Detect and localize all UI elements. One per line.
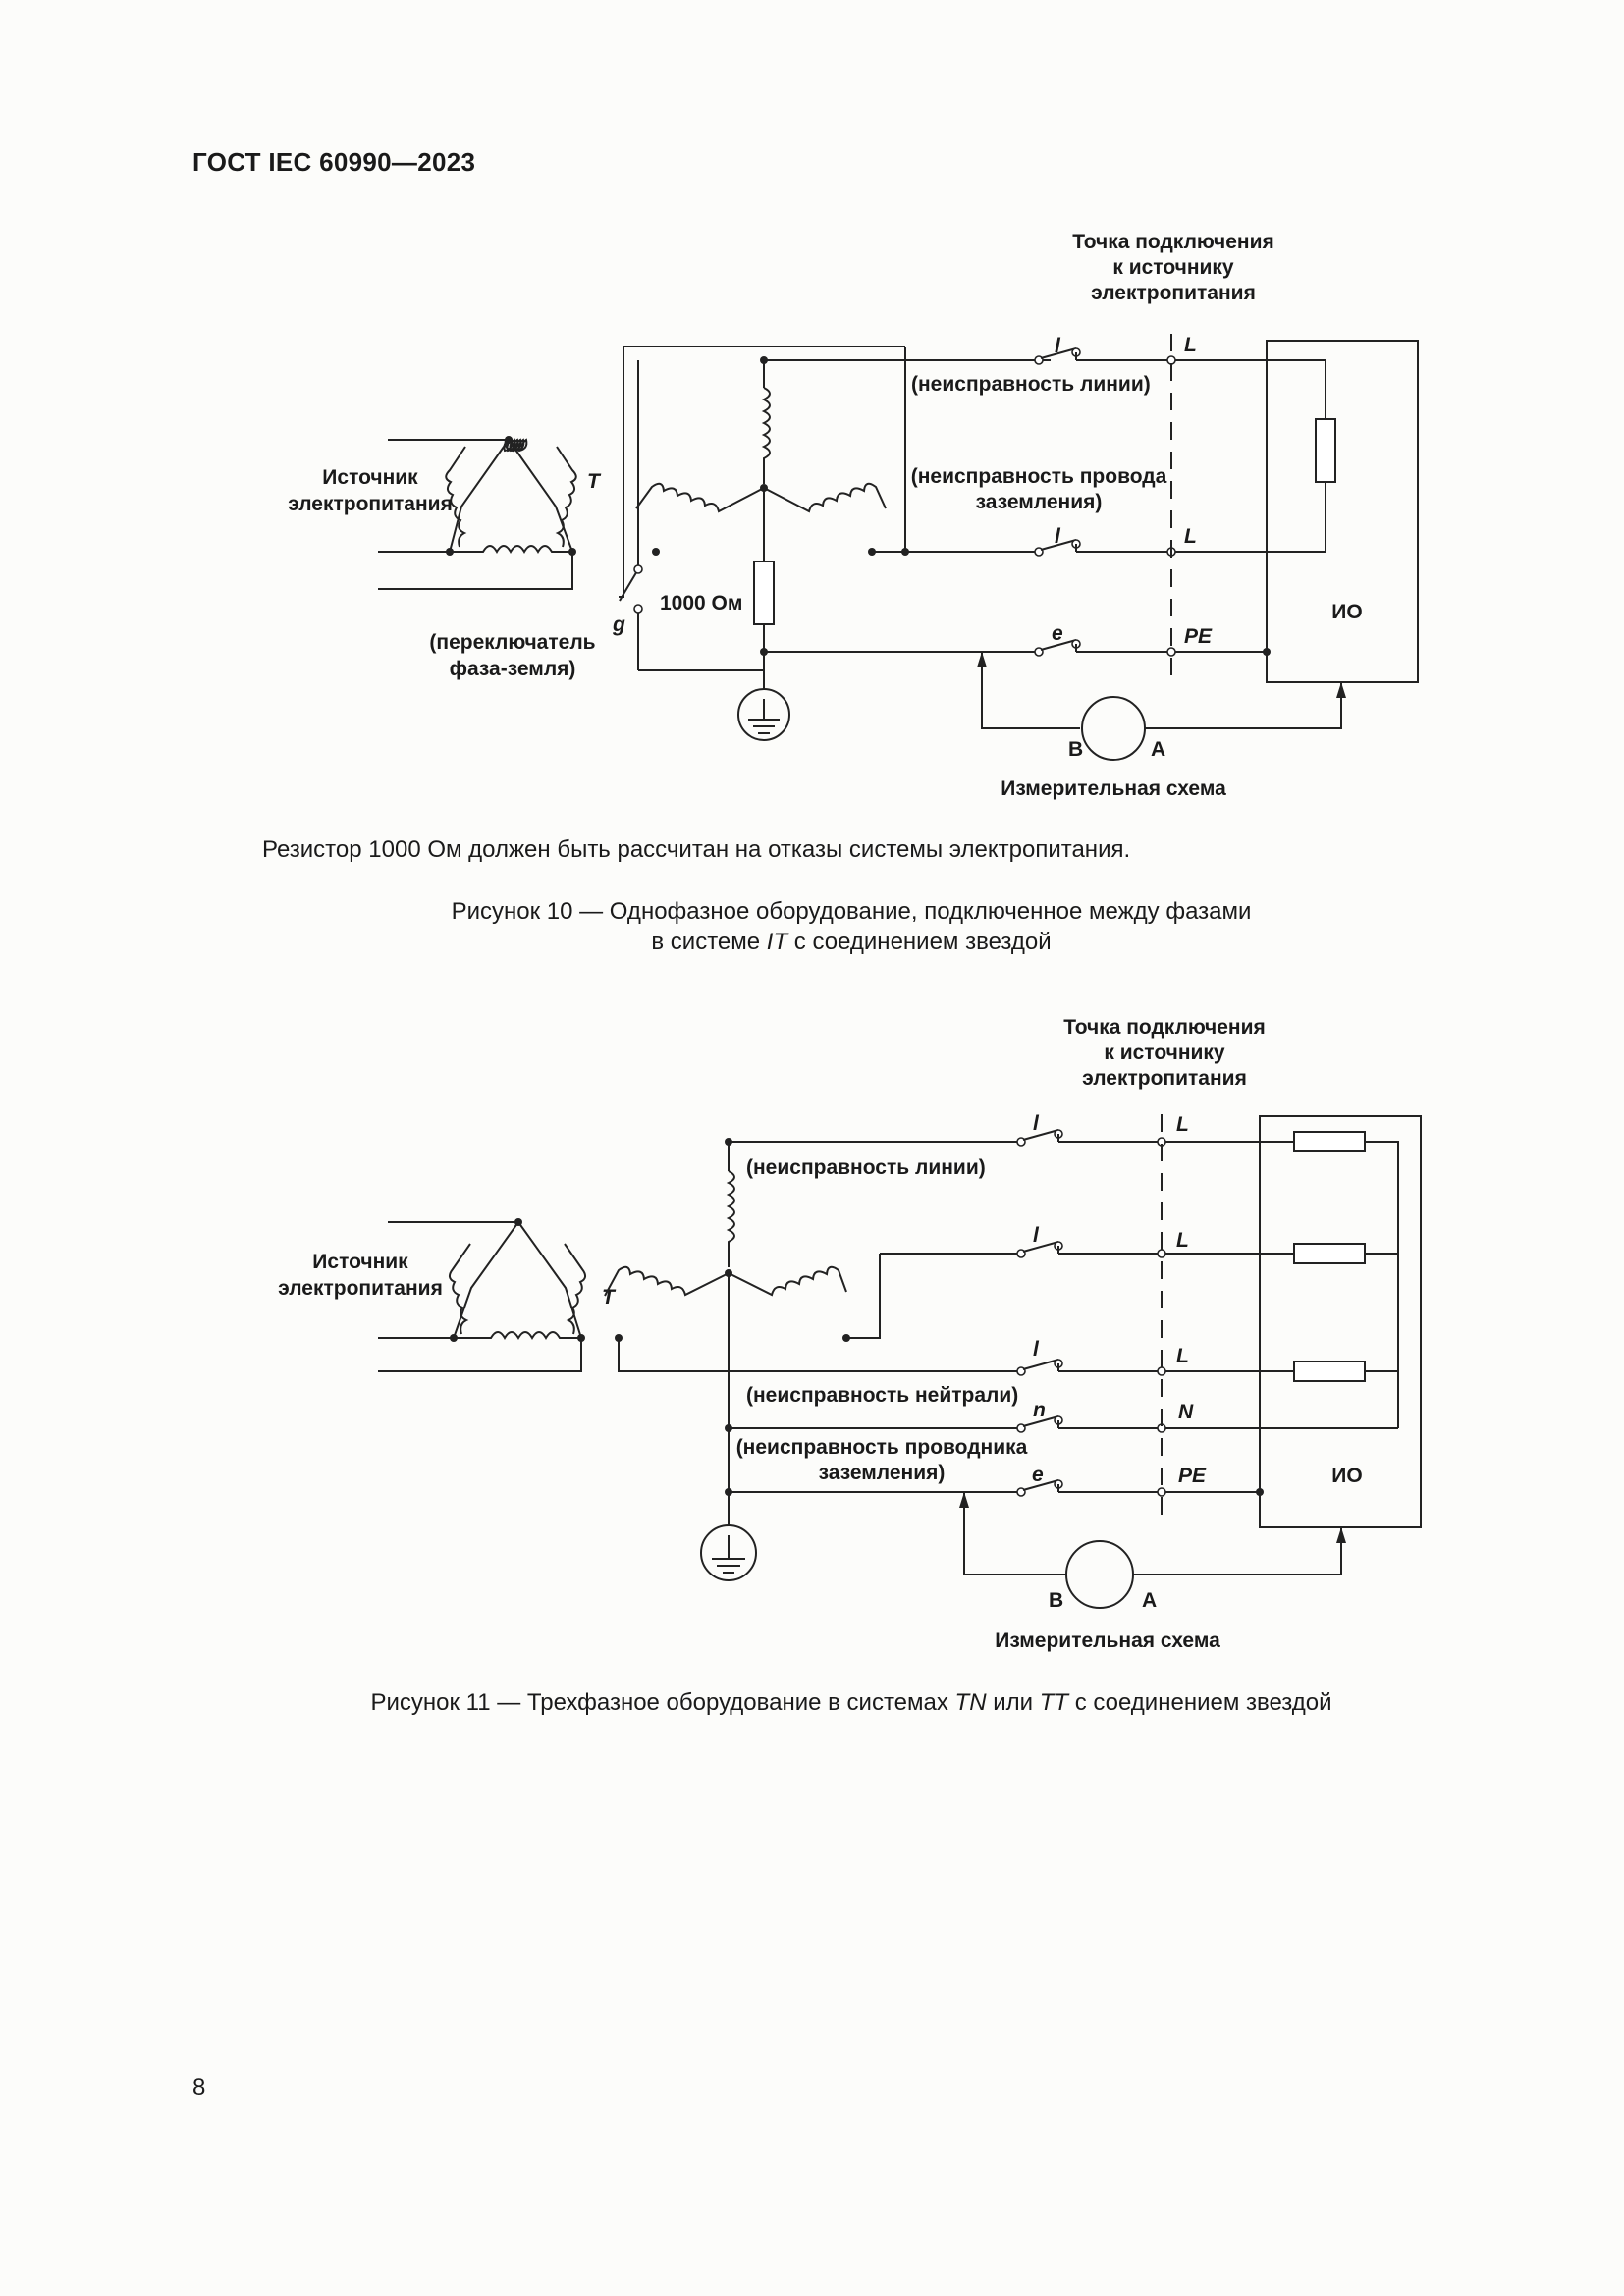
- star-secondary-symbol: [623, 346, 1051, 741]
- terminal-PE-label: PE: [1184, 625, 1213, 648]
- resistor-label: 1000 Ом: [660, 592, 742, 614]
- terminal-PE-label: PE: [1178, 1465, 1207, 1487]
- figure-10-caption: Рисунок 10 — Однофазное оборудование, по…: [236, 896, 1467, 957]
- transformer-label: T: [587, 470, 602, 493]
- measuring-circuit-label: Измерительная схема: [1001, 777, 1226, 800]
- svg-text:(переключатель: (переключатель: [429, 631, 595, 654]
- svg-text:электропитания: электропитания: [1091, 282, 1256, 304]
- pe-line-switch: [764, 639, 1271, 657]
- switch-n-label: n: [1033, 1399, 1046, 1421]
- page-number: 8: [192, 2074, 206, 2101]
- switch-g-label: g: [612, 614, 625, 636]
- phase-ground-switch-label: (переключатель фаза-земля): [429, 631, 595, 680]
- svg-text:Источник: Источник: [322, 466, 418, 489]
- measuring-circuit: [977, 652, 1346, 761]
- line-fault-label: (неисправность линии): [746, 1156, 986, 1179]
- switch-l2-label: l: [1055, 525, 1061, 548]
- line-2-switch: [901, 539, 1326, 557]
- svg-text:(неисправность линии): (неисправность линии): [911, 373, 1151, 396]
- svg-text:(неисправность проводника: (неисправность проводника: [736, 1436, 1028, 1459]
- line-1-switch: [729, 1129, 1294, 1147]
- document-header: ГОСТ IEC 60990—2023: [192, 147, 476, 177]
- switch-e-label: e: [1032, 1464, 1044, 1486]
- resistor-note: Резистор 1000 Ом должен быть рассчитан н…: [262, 836, 1131, 863]
- svg-text:Точка подключения: Точка подключения: [1072, 231, 1274, 253]
- svg-text:заземления): заземления): [819, 1462, 946, 1484]
- measuring-circuit: [959, 1492, 1346, 1609]
- switch-l3-label: l: [1033, 1338, 1040, 1361]
- line-fault-label: (неисправность линии): [911, 373, 1151, 396]
- meter-B-label: B: [1049, 1589, 1063, 1612]
- connection-point-label: Точка подключения к источнику электропит…: [1072, 231, 1274, 304]
- meter-B-label: B: [1068, 738, 1083, 761]
- svg-text:Источник: Источник: [312, 1251, 408, 1273]
- terminal-L3-label: L: [1176, 1345, 1189, 1367]
- svg-text:Точка подключения: Точка подключения: [1063, 1016, 1266, 1039]
- switch-l1-label: l: [1055, 335, 1061, 357]
- svg-text:фаза-земля): фаза-земля): [450, 658, 576, 680]
- caption-10-line-2: в системе IT с соединением звездой: [651, 929, 1052, 955]
- caption-10-line-1: Рисунок 10 — Однофазное оборудование, по…: [451, 898, 1252, 925]
- switch-l1-label: l: [1033, 1112, 1040, 1135]
- svg-text:(неисправность провода: (неисправность провода: [911, 465, 1167, 488]
- transformer-label: T: [602, 1286, 617, 1308]
- svg-text:электропитания: электропитания: [278, 1277, 443, 1300]
- figure-10-diagram: Источник электропитания T (неисправность…: [288, 231, 1419, 800]
- switch-e-label: e: [1052, 622, 1063, 645]
- figure-11-diagram: Точка подключения к источнику электропит…: [278, 1016, 1422, 1652]
- delta-source-symbol: [378, 436, 577, 590]
- equipment-box: [1266, 340, 1419, 683]
- connection-point-label: Точка подключения к источнику электропит…: [1063, 1016, 1266, 1090]
- star-secondary-symbol: [604, 1138, 1019, 1581]
- neutral-fault-label: (неисправность нейтрали): [746, 1384, 1018, 1407]
- svg-text:заземления): заземления): [976, 491, 1103, 513]
- ground-fault-label: (неисправность провода заземления): [911, 465, 1167, 513]
- meter-A-label: A: [1142, 1589, 1157, 1612]
- terminal-L2-label: L: [1184, 525, 1197, 548]
- terminal-N-label: N: [1178, 1401, 1194, 1423]
- figure-11-caption: Рисунок 11 — Трехфазное оборудование в с…: [370, 1689, 1332, 1716]
- source-label: Источник электропитания: [288, 466, 453, 515]
- ground-fault-label: (неисправность проводника заземления): [736, 1436, 1028, 1484]
- line-3-switch: [1016, 1359, 1294, 1376]
- terminal-L1-label: L: [1184, 334, 1197, 356]
- equipment-label: ИО: [1331, 601, 1362, 623]
- measuring-circuit-label: Измерительная схема: [995, 1629, 1220, 1652]
- meter-A-label: A: [1151, 738, 1165, 761]
- phase-ground-switch: [619, 360, 764, 671]
- svg-text:к источнику: к источнику: [1104, 1041, 1225, 1064]
- terminal-L1-label: L: [1176, 1113, 1189, 1136]
- svg-text:электропитания: электропитания: [1082, 1067, 1247, 1090]
- equipment-label: ИО: [1331, 1465, 1362, 1487]
- source-label: Источник электропитания: [278, 1251, 443, 1300]
- switch-l2-label: l: [1033, 1224, 1040, 1247]
- line-1-switch: [905, 347, 1326, 365]
- line-2-switch: [880, 1241, 1294, 1258]
- svg-text:к источнику: к источнику: [1112, 256, 1234, 279]
- delta-source-symbol: [378, 1218, 586, 1372]
- terminal-L2-label: L: [1176, 1229, 1189, 1252]
- neutral-line-switch: [729, 1415, 1398, 1433]
- svg-text:электропитания: электропитания: [288, 493, 453, 515]
